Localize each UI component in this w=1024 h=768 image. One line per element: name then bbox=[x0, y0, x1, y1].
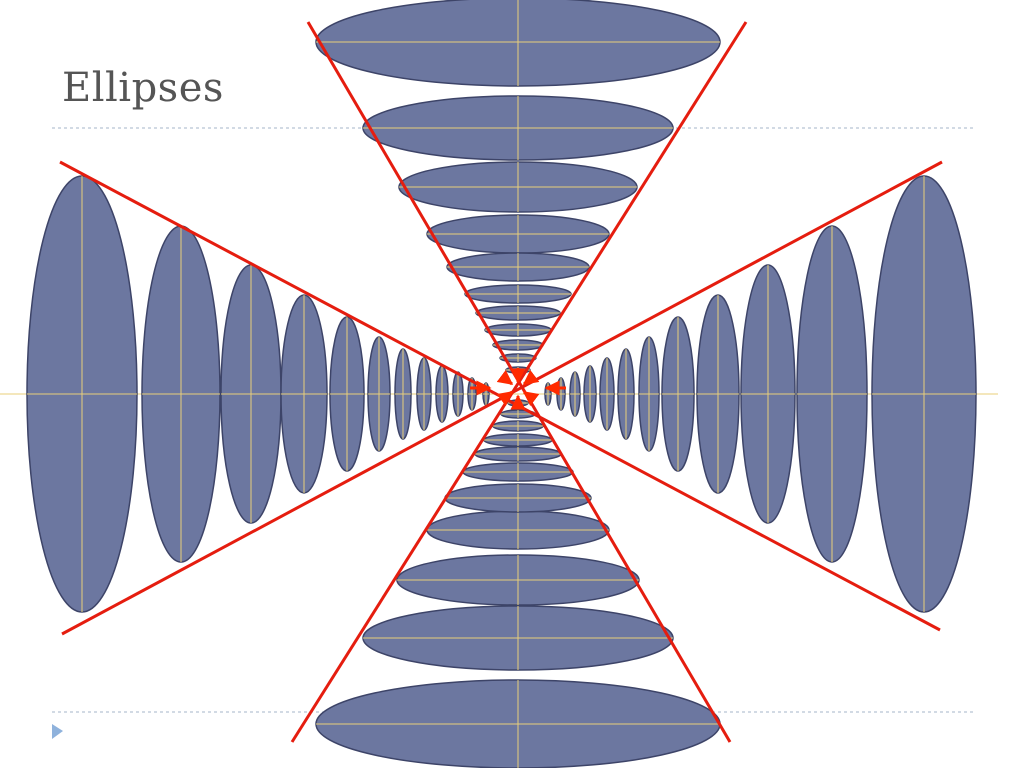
ellipse-item bbox=[426, 214, 610, 254]
ellipse-item bbox=[26, 175, 138, 613]
ellipse-item bbox=[492, 420, 544, 432]
ellipse-item bbox=[474, 446, 562, 462]
ellipse-item bbox=[426, 510, 610, 550]
ellipse-item bbox=[444, 483, 592, 513]
ellipse-item bbox=[740, 264, 796, 524]
ellipse-item bbox=[556, 377, 566, 411]
ellipse-item bbox=[871, 175, 977, 613]
center-arrow bbox=[496, 390, 514, 407]
ellipse-item bbox=[396, 554, 640, 606]
ellipse-item bbox=[462, 462, 574, 482]
ellipse-item bbox=[141, 225, 221, 563]
ellipse-item bbox=[416, 357, 432, 431]
ellipse-item bbox=[796, 225, 868, 563]
center-arrows-group bbox=[470, 368, 566, 410]
ellipse-item bbox=[467, 377, 477, 411]
ellipse-item bbox=[475, 305, 561, 321]
center-arrow bbox=[522, 369, 540, 386]
ellipse-item bbox=[661, 316, 695, 472]
triangle-right-icon bbox=[52, 724, 63, 739]
ellipse-group bbox=[26, 0, 977, 768]
ellipse-item bbox=[638, 336, 660, 452]
slide-title: Ellipses bbox=[62, 65, 224, 111]
ellipse-item bbox=[452, 371, 464, 417]
ellipse-item bbox=[696, 294, 740, 494]
ellipse-item bbox=[398, 161, 638, 213]
center-arrow bbox=[496, 369, 514, 386]
ellipse-item bbox=[617, 348, 635, 440]
ellipse-item bbox=[484, 323, 552, 337]
ellipse-item bbox=[599, 357, 615, 431]
ellipse-item bbox=[464, 284, 572, 304]
ellipse-item bbox=[315, 0, 721, 87]
ellipse-item bbox=[220, 264, 282, 524]
ellipse-item bbox=[362, 95, 674, 161]
ellipse-item bbox=[435, 365, 449, 423]
ellipse-item bbox=[569, 371, 581, 417]
ellipse-item bbox=[583, 365, 597, 423]
ellipse-item bbox=[329, 316, 365, 472]
ellipse-item bbox=[367, 336, 391, 452]
ellipse-item bbox=[544, 382, 552, 406]
ellipse-item bbox=[315, 679, 721, 768]
ellipse-item bbox=[483, 433, 553, 447]
center-arrow bbox=[522, 390, 540, 407]
ellipse-item bbox=[362, 605, 674, 671]
ellipse-item bbox=[446, 252, 590, 282]
ellipse-item bbox=[394, 348, 412, 440]
ellipse-item bbox=[280, 294, 328, 494]
